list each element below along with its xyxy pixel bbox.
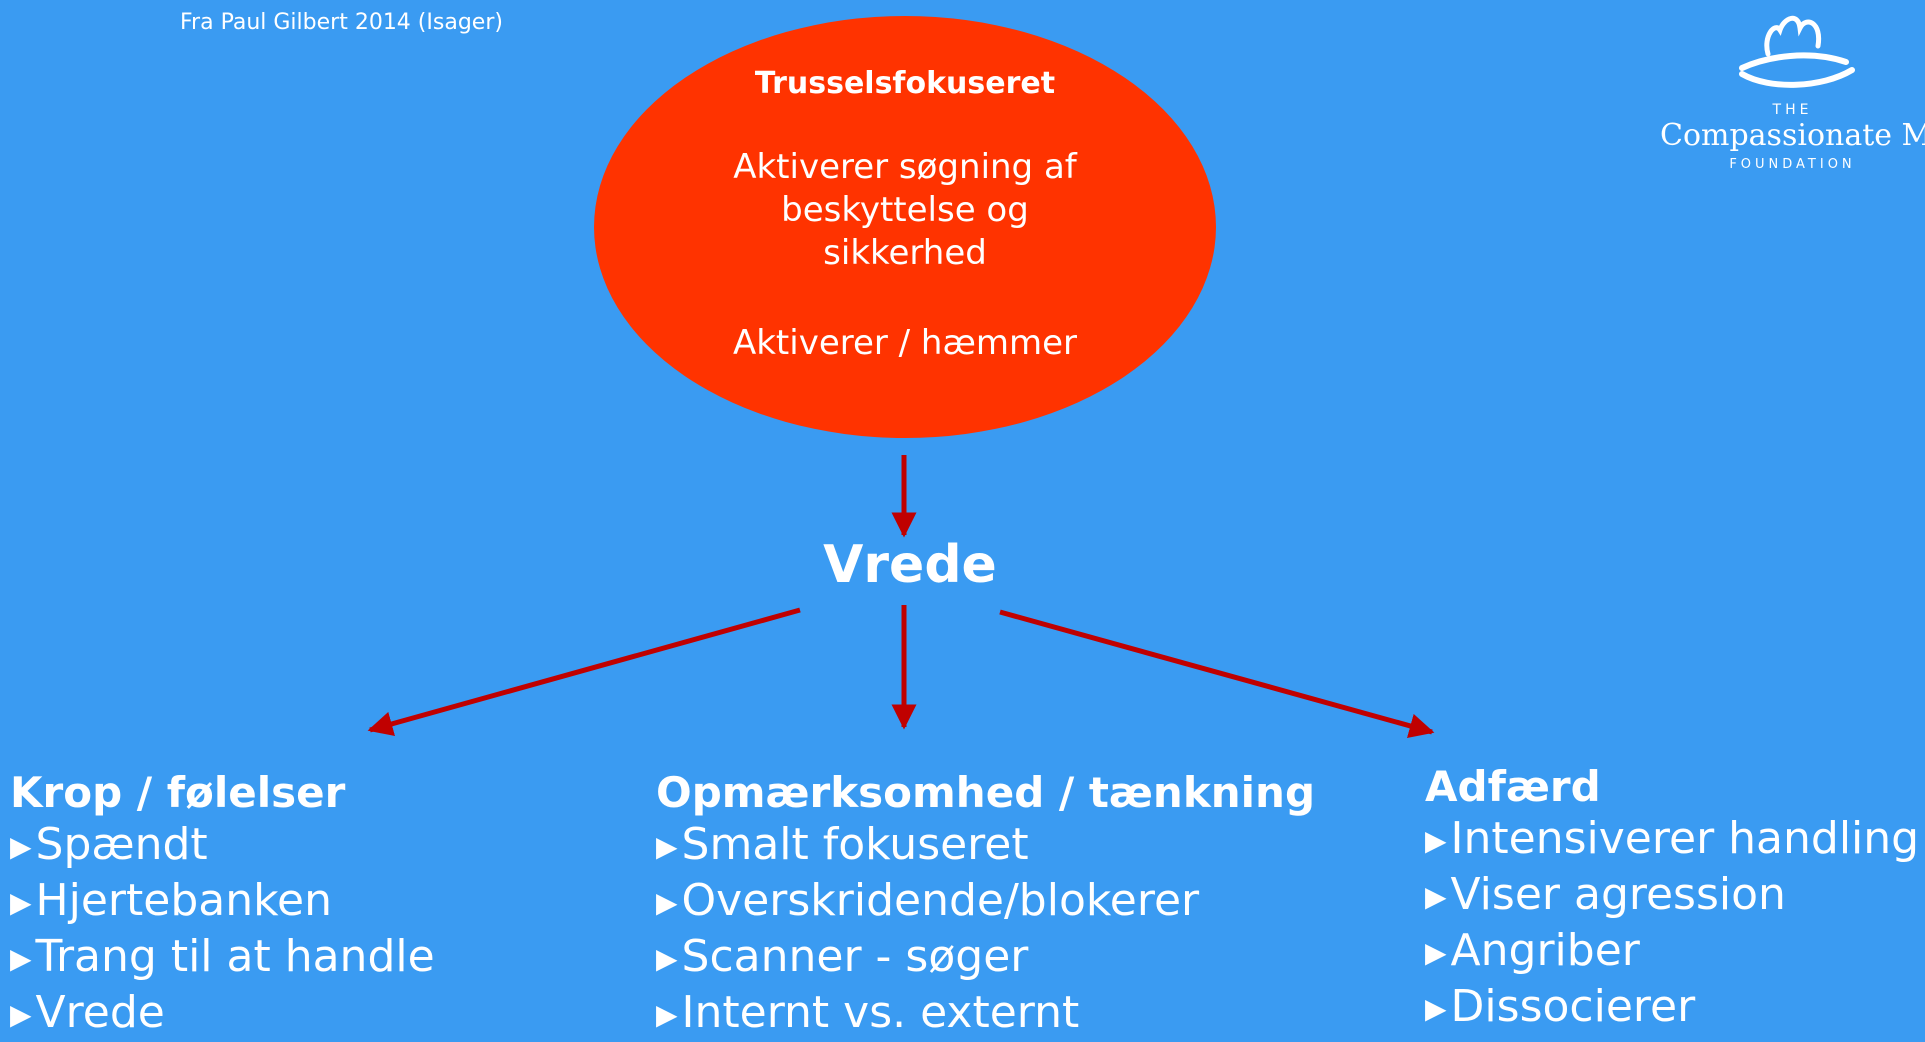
foundation-logo: THE Compassionate Mi FOUNDATION — [1660, 10, 1925, 172]
logo-foundation: FOUNDATION — [1729, 157, 1856, 172]
ellipse-title: Trusselsfokuseret — [754, 66, 1056, 101]
ellipse-line-2: beskyttelse og — [781, 190, 1029, 230]
bullet-triangle-icon: ▶ — [10, 830, 32, 863]
bullet-triangle-icon: ▶ — [656, 942, 678, 975]
list-item: ▶Vrede — [10, 987, 165, 1038]
bullet-triangle-icon: ▶ — [10, 998, 32, 1031]
list-item: ▶Overskridende/blokerer — [656, 875, 1200, 926]
source-credit: Fra Paul Gilbert 2014 (Isager) — [180, 10, 503, 35]
list-item: ▶Angriber — [1425, 925, 1640, 976]
list-item: ▶Dissocierer — [1425, 981, 1696, 1032]
column-attention: Opmærksomhed / tænkning ▶Smalt fokuseret… — [656, 768, 1315, 1042]
bullet-triangle-icon: ▶ — [10, 886, 32, 919]
column-list: ▶Smalt fokuseret ▶Overskridende/blokerer… — [656, 818, 1315, 1042]
logo-name: Compassionate Mi — [1660, 118, 1925, 153]
bullet-triangle-icon: ▶ — [656, 886, 678, 919]
ellipse-line-3: sikkerhed — [823, 233, 987, 273]
ellipse-line-1: Aktiverer søgning af — [733, 147, 1077, 187]
column-list: ▶Spændt ▶Hjertebanken ▶Trang til at hand… — [10, 818, 435, 1042]
list-item: ▶Hjertebanken — [10, 875, 332, 926]
column-heading: Krop / følelser — [10, 768, 346, 817]
list-item: ▶Internt vs. externt — [656, 987, 1080, 1038]
list-item: ▶Spændt — [10, 819, 208, 870]
lotus-icon — [1738, 15, 1855, 88]
column-list: ▶Intensiverer handling ▶Viser agression … — [1425, 812, 1919, 1036]
threat-ellipse: Trusselsfokuseret Aktiverer søgning af b… — [594, 16, 1216, 438]
arrow-vrede-to-body — [367, 607, 801, 736]
center-label-vrede: Vrede — [823, 535, 997, 595]
list-item: ▶Trang til at handle — [10, 931, 435, 982]
list-item: ▶Intensiverer handling — [1425, 813, 1920, 864]
bullet-triangle-icon: ▶ — [1425, 992, 1447, 1025]
ellipse-description: Aktiverer søgning af beskyttelse og sikk… — [594, 146, 1216, 275]
column-heading: Opmærksomhed / tænkning — [656, 768, 1316, 817]
column-body: Krop / følelser ▶Spændt ▶Hjertebanken ▶T… — [10, 768, 435, 1042]
logo-the: THE — [1772, 102, 1813, 118]
list-item: ▶Scanner - søger — [656, 931, 1029, 982]
bullet-triangle-icon: ▶ — [656, 830, 678, 863]
list-item: ▶Smalt fokuseret — [656, 819, 1029, 870]
bullet-triangle-icon: ▶ — [1425, 936, 1447, 969]
bullet-triangle-icon: ▶ — [1425, 824, 1447, 857]
list-item: ▶Viser agression — [1425, 869, 1786, 920]
column-heading: Adfærd — [1425, 762, 1601, 811]
bullet-triangle-icon: ▶ — [1425, 880, 1447, 913]
bullet-triangle-icon: ▶ — [656, 998, 678, 1031]
column-behavior: Adfærd ▶Intensiverer handling ▶Viser agr… — [1425, 762, 1919, 1036]
arrow-vrede-to-behavior — [999, 609, 1435, 739]
bullet-triangle-icon: ▶ — [10, 942, 32, 975]
ellipse-line-4: Aktiverer / hæmmer — [732, 323, 1078, 363]
